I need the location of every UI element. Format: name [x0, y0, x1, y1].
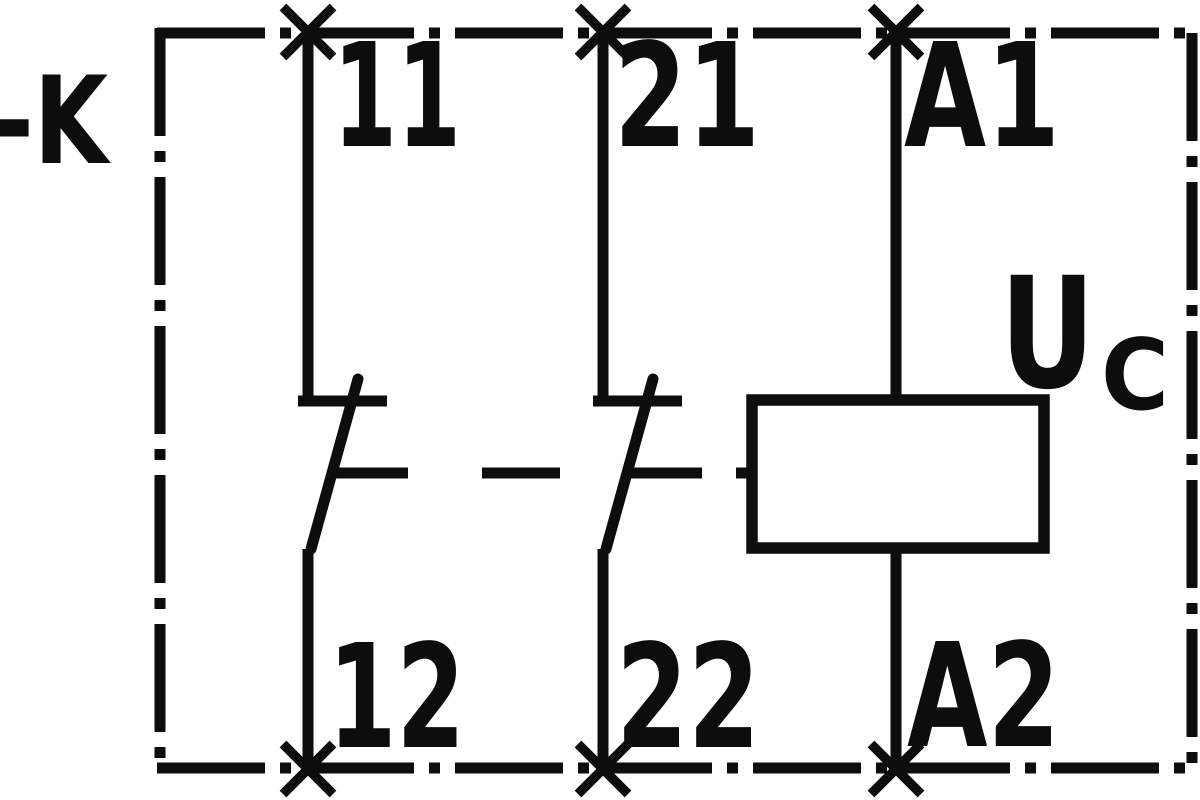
terminal-marker-11-icon — [279, 3, 337, 61]
coil-voltage-symbol: U — [1000, 245, 1095, 424]
terminal-label-12: 12 — [328, 613, 465, 781]
contact1-blade — [305, 373, 364, 555]
terminal-marker-a2-icon — [867, 740, 925, 798]
terminal-marker-21-icon — [574, 3, 632, 61]
coil-voltage-subscript: C — [1101, 319, 1169, 433]
nc-contact-2 — [593, 33, 702, 773]
labels: -K 11 21 A1 12 22 A2 U C — [0, 12, 1169, 781]
terminal-label-22: 22 — [616, 613, 760, 781]
coil-voltage-label: U C — [1000, 245, 1169, 433]
nc-contact-1 — [298, 33, 408, 773]
terminal-label-a2: A2 — [907, 612, 1060, 780]
terminal-label-21: 21 — [614, 12, 760, 180]
contact2-blade — [600, 373, 659, 555]
terminal-marker-22-icon — [574, 740, 632, 798]
coil — [746, 33, 1050, 773]
enclosure-boundary — [154, 27, 1198, 774]
terminal-label-11: 11 — [333, 12, 461, 180]
terminal-marker-12-icon — [279, 740, 337, 798]
terminal-markers — [279, 3, 925, 798]
terminal-label-a1: A1 — [904, 12, 1060, 180]
terminal-marker-a1-icon — [867, 3, 925, 61]
reference-designator-label: -K — [0, 51, 111, 192]
